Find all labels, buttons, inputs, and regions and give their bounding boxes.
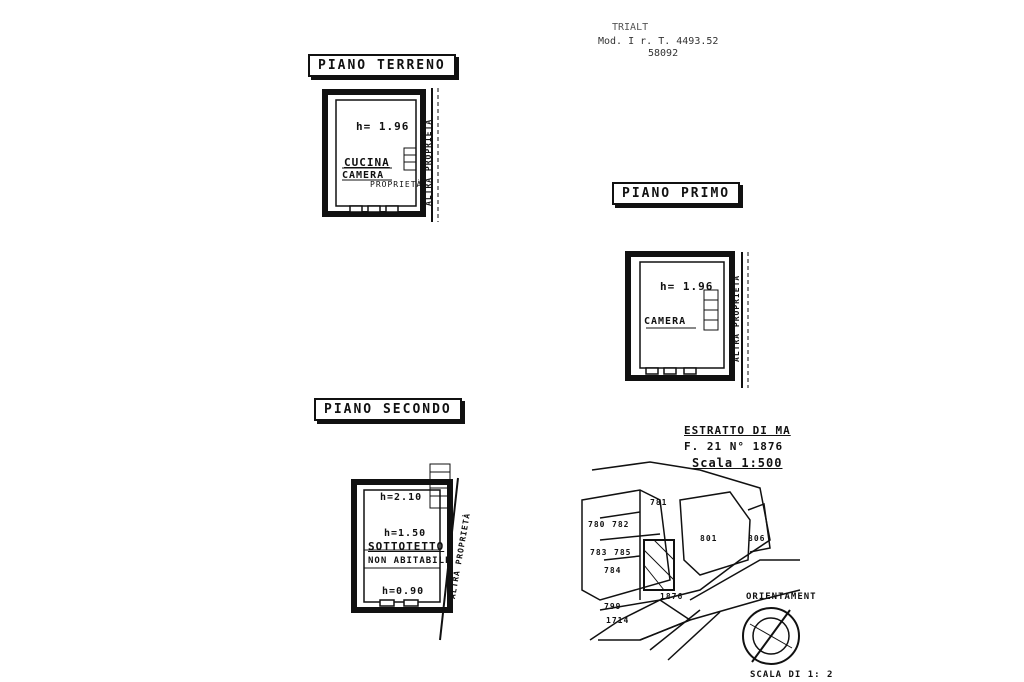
secondo-height-mid: h=1.50 xyxy=(384,528,427,539)
title-piano-terreno: PIANO TERRENO xyxy=(308,54,456,77)
secondo-height-top: h=2.10 xyxy=(380,492,423,503)
parcel-806: 806 xyxy=(748,534,766,543)
orientation-label: ORIENTAMENT xyxy=(746,592,817,602)
primo-room-camera: CAMERA xyxy=(644,316,687,327)
terreno-room-cucina: CUCINA xyxy=(344,156,390,169)
stamp-line-1: TRIALT xyxy=(612,22,649,33)
terreno-height: h= 1.96 xyxy=(356,120,410,133)
parcel-784: 784 xyxy=(604,566,622,575)
plan-primo xyxy=(625,251,749,388)
parcel-783: 783 xyxy=(590,548,608,557)
terreno-note: PROPRIETÀ xyxy=(370,180,423,189)
terreno-side-label: ALTRA PROPRIETÀ xyxy=(424,118,433,206)
estratto-title: ESTRATTO DI MA xyxy=(684,424,791,437)
compass-icon xyxy=(742,607,800,665)
parcel-785: 785 xyxy=(614,548,632,557)
parcel-801: 801 xyxy=(700,534,718,543)
title-piano-secondo: PIANO SECONDO xyxy=(314,398,462,421)
scale-note: SCALA DI 1: 2 xyxy=(750,670,834,680)
primo-height: h= 1.96 xyxy=(660,280,714,293)
parcel-781: 781 xyxy=(650,498,668,507)
secondo-height-bottom: h=0.90 xyxy=(382,586,425,597)
secondo-room: SOTTOTETTO xyxy=(368,540,445,553)
parcel-799: 799 xyxy=(604,602,622,611)
stamp-line-3: 58092 xyxy=(648,48,679,59)
primo-side-label: ALTRA PROPRIETÀ xyxy=(732,274,741,362)
plan-terreno xyxy=(322,88,439,222)
plan-secondo xyxy=(351,463,459,641)
terreno-room-camera: CAMERA xyxy=(342,170,385,181)
estratto-scala: Scala 1:500 xyxy=(692,456,783,470)
parcel-782: 782 xyxy=(612,520,630,529)
parcel-1876: 1876 xyxy=(660,592,684,601)
stamp-line-2: Mod. I r. T. 4493.52 xyxy=(598,36,719,47)
parcel-780: 780 xyxy=(588,520,606,529)
cadastral-map xyxy=(581,461,801,661)
estratto-foglio: F. 21 N° 1876 xyxy=(684,440,784,453)
title-piano-primo: PIANO PRIMO xyxy=(612,182,741,205)
parcel-1714: 1714 xyxy=(606,616,630,625)
secondo-note: NON ABITABILE xyxy=(368,556,452,566)
